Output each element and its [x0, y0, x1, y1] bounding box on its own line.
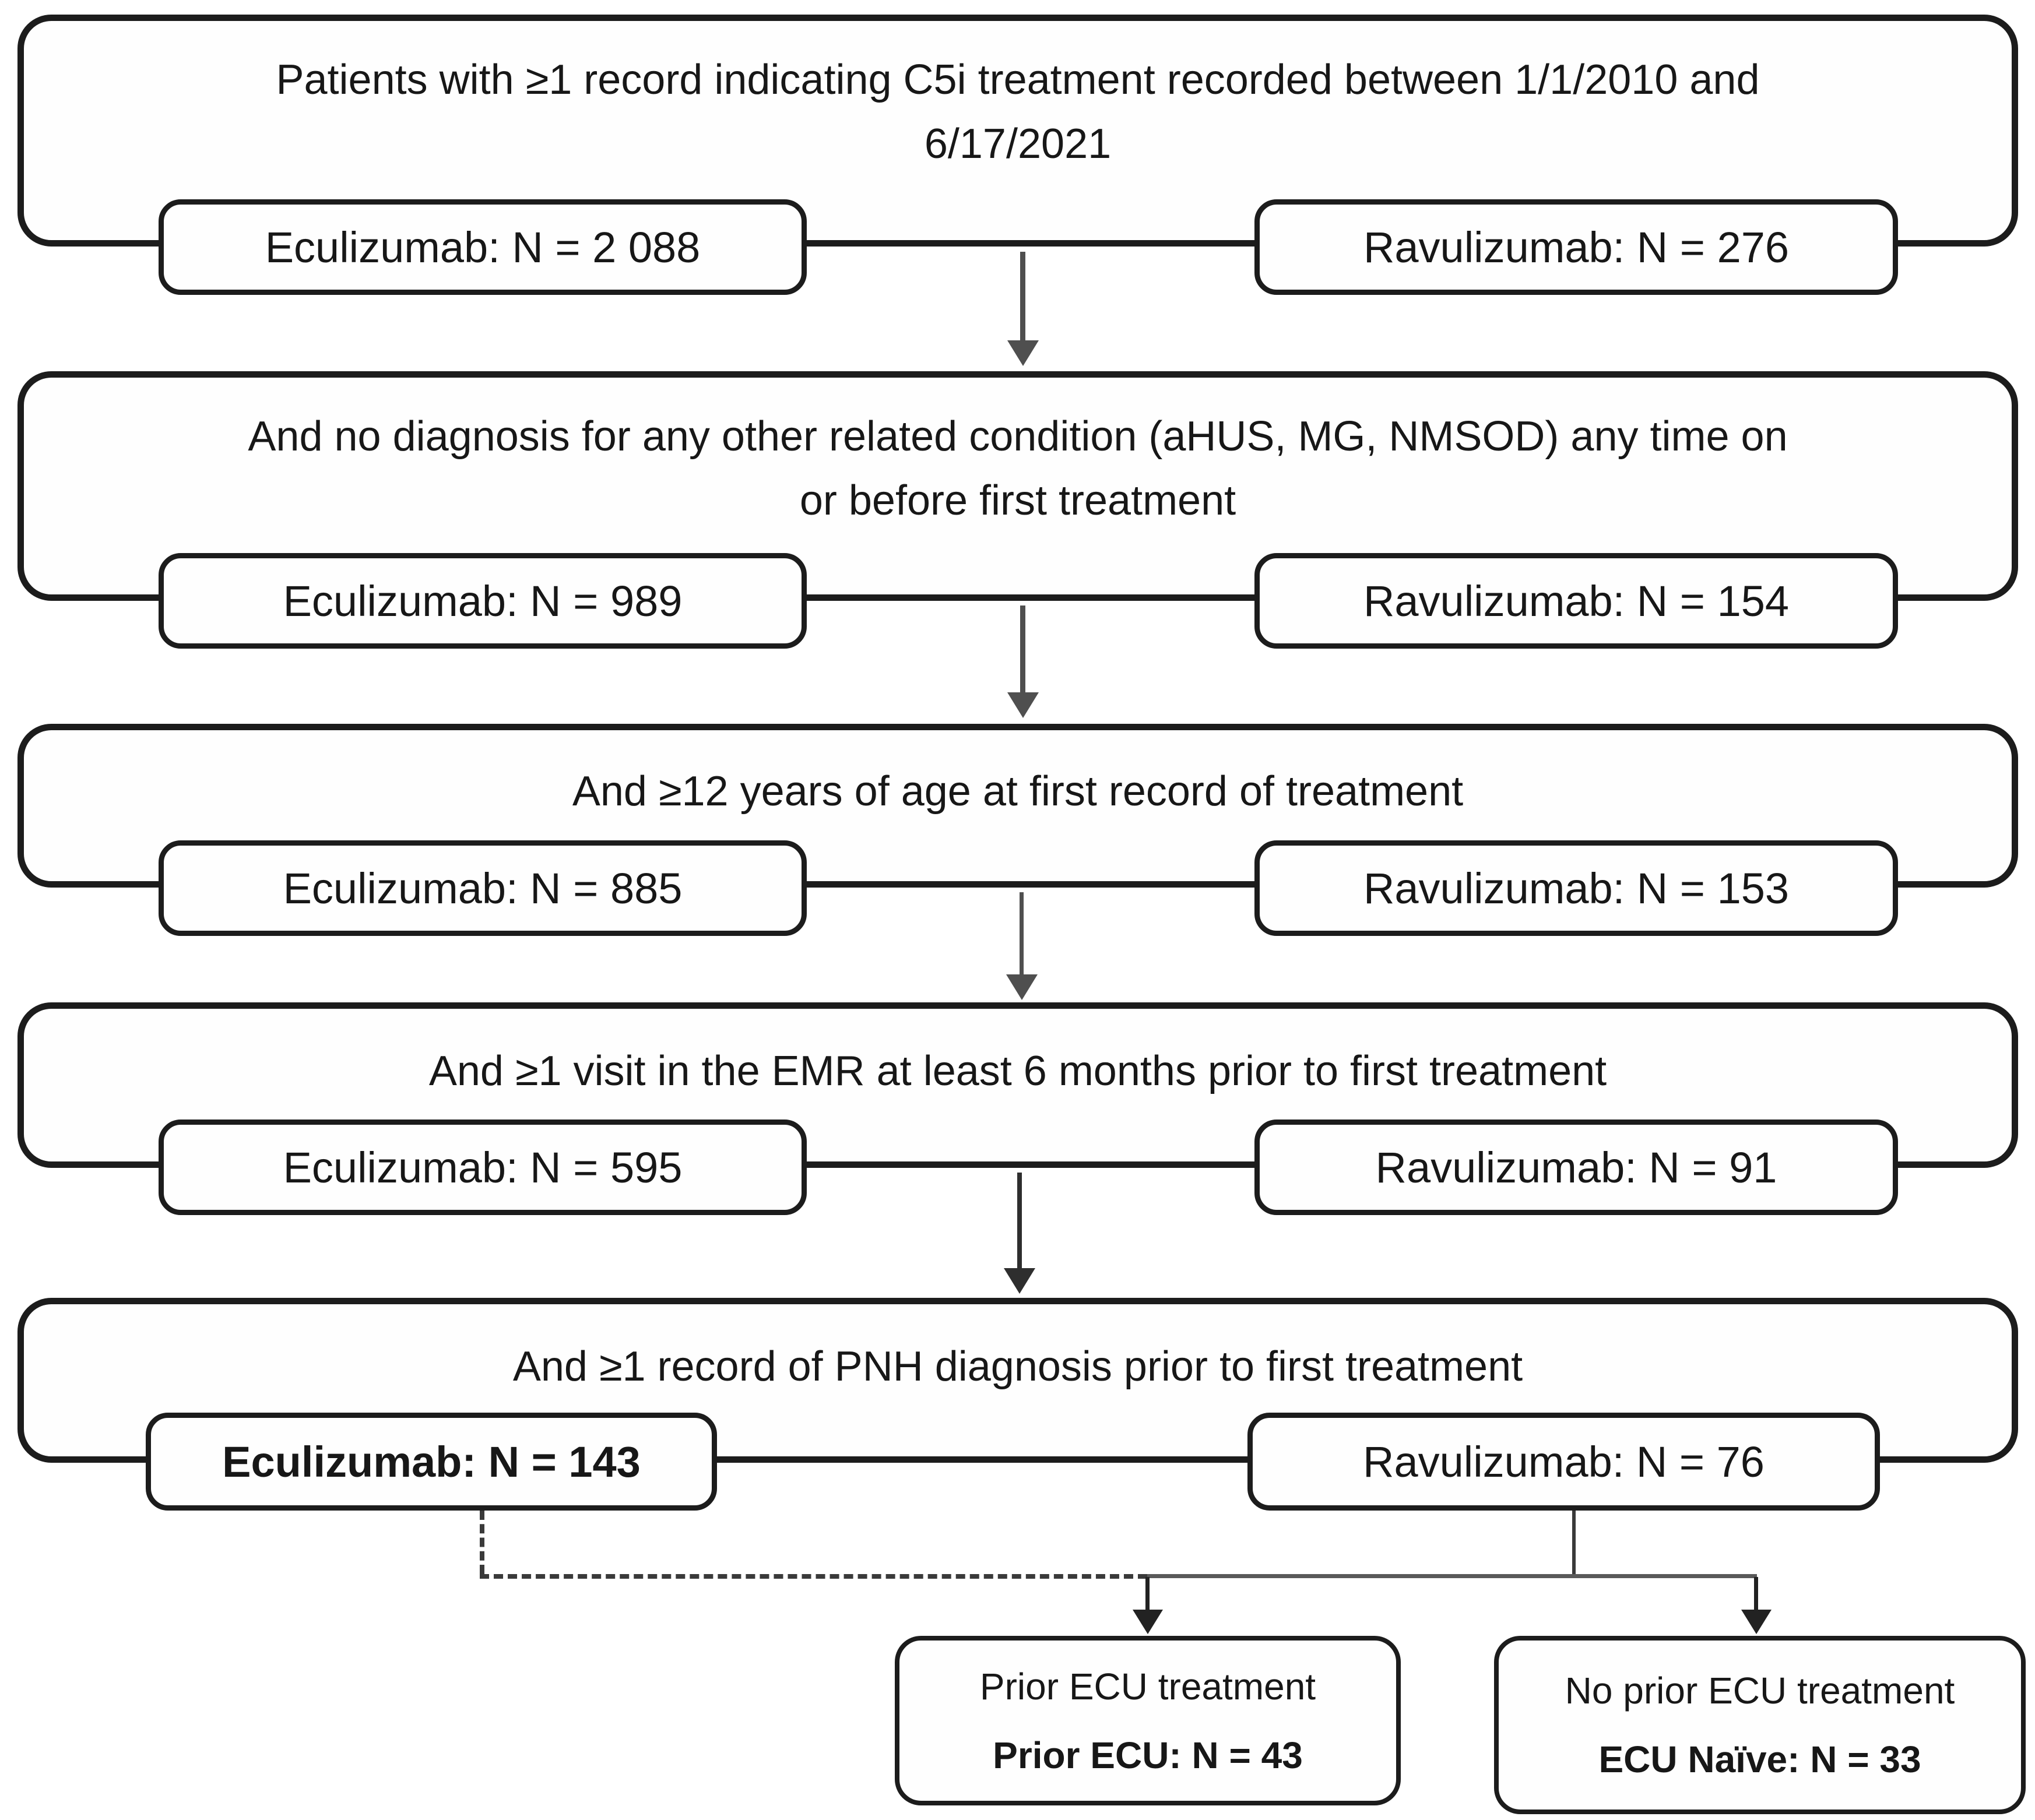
eculizumab-count-box-2: Eculizumab: N = 989 — [159, 553, 807, 649]
criteria-4-line-1: And ≥1 visit in the EMR at least 6 month… — [428, 1048, 1607, 1094]
ravulizumab-count-box-3: Ravulizumab: N = 153 — [1254, 840, 1898, 936]
ravulizumab-count-label-2: Ravulizumab: N = 154 — [1363, 576, 1790, 625]
ecu-naive-box: No prior ECU treatment ECU Naïve: N = 33 — [1494, 1636, 2026, 1814]
criteria-1-line-2: 6/17/2021 — [924, 121, 1112, 167]
criteria-text-4: And ≥1 visit in the EMR at least 6 month… — [24, 1009, 2012, 1103]
ravulizumab-count-box-5: Ravulizumab: N = 76 — [1247, 1413, 1880, 1511]
prior-ecu-line-1: Prior ECU treatment — [979, 1665, 1316, 1708]
eculizumab-count-label-4: Eculizumab: N = 595 — [283, 1143, 683, 1192]
split-connector-horizontal — [1147, 1574, 1757, 1578]
eculizumab-count-label-2: Eculizumab: N = 989 — [283, 576, 683, 625]
eculizumab-count-label-1: Eculizumab: N = 2 088 — [265, 223, 701, 272]
eculizumab-dashed-connector-vertical — [480, 1511, 484, 1574]
eculizumab-dashed-connector-horizontal — [480, 1574, 1147, 1579]
ravulizumab-count-label-5: Ravulizumab: N = 76 — [1363, 1437, 1765, 1486]
eculizumab-count-label-3: Eculizumab: N = 885 — [283, 864, 683, 913]
eculizumab-count-box-1: Eculizumab: N = 2 088 — [159, 199, 807, 295]
eculizumab-count-box-5: Eculizumab: N = 143 — [146, 1413, 717, 1511]
prior-ecu-box: Prior ECU treatment Prior ECU: N = 43 — [895, 1636, 1401, 1805]
criteria-2-line-2: or before first treatment — [799, 477, 1236, 524]
prior-ecu-line-2: Prior ECU: N = 43 — [993, 1734, 1303, 1776]
criteria-5-line-1: And ≥1 record of PNH diagnosis prior to … — [512, 1343, 1523, 1390]
eculizumab-count-box-4: Eculizumab: N = 595 — [159, 1120, 807, 1215]
eculizumab-count-box-3: Eculizumab: N = 885 — [159, 840, 807, 936]
criteria-text-2: And no diagnosis for any other related c… — [24, 378, 2012, 533]
criteria-text-1: Patients with ≥1 record indicating C5i t… — [24, 21, 2012, 176]
ravulizumab-count-label-1: Ravulizumab: N = 276 — [1363, 223, 1790, 272]
criteria-text-3: And ≥12 years of age at first record of … — [24, 730, 2012, 823]
ravulizumab-count-box-1: Ravulizumab: N = 276 — [1254, 199, 1898, 295]
criteria-3-line-1: And ≥12 years of age at first record of … — [572, 768, 1464, 815]
criteria-2-line-1: And no diagnosis for any other related c… — [248, 413, 1788, 460]
criteria-1-line-1: Patients with ≥1 record indicating C5i t… — [276, 57, 1760, 103]
ecu-naive-line-1: No prior ECU treatment — [1565, 1670, 1955, 1712]
criteria-text-5: And ≥1 record of PNH diagnosis prior to … — [24, 1304, 2012, 1399]
ravulizumab-count-box-4: Ravulizumab: N = 91 — [1254, 1120, 1898, 1215]
ravulizumab-count-label-3: Ravulizumab: N = 153 — [1363, 864, 1790, 913]
eculizumab-count-label-5: Eculizumab: N = 143 — [222, 1437, 641, 1486]
ravulizumab-split-stem — [1572, 1511, 1576, 1574]
ecu-naive-line-2: ECU Naïve: N = 33 — [1598, 1738, 1921, 1780]
ravulizumab-count-label-4: Ravulizumab: N = 91 — [1375, 1143, 1777, 1192]
ravulizumab-count-box-2: Ravulizumab: N = 154 — [1254, 553, 1898, 649]
